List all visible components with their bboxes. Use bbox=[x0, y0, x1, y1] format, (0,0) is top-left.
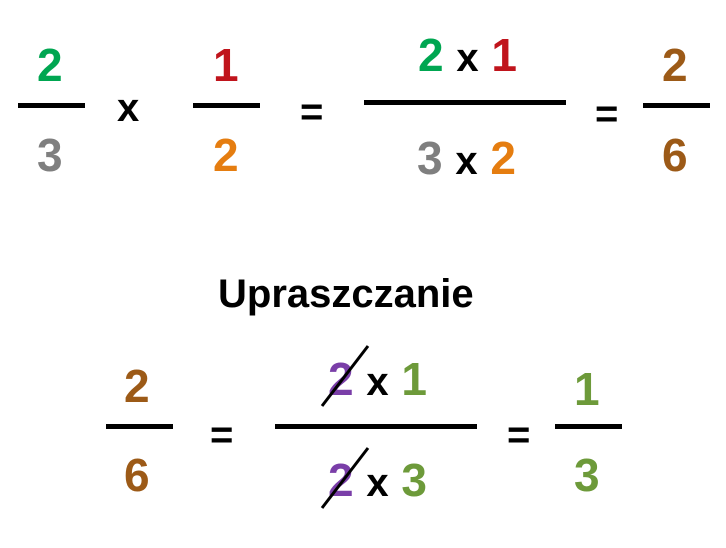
row2-numerator-times: x bbox=[366, 360, 389, 404]
cancel-slash-denominator bbox=[320, 447, 370, 509]
times-sign: x bbox=[117, 86, 140, 130]
result-1-numerator: 2 bbox=[662, 39, 688, 91]
row2-product-denominator: 2 x 3 bbox=[328, 457, 427, 503]
product-denominator: 3 x 2 bbox=[417, 135, 516, 181]
row2-denominator-times: x bbox=[366, 461, 389, 505]
product-numerator-times: x bbox=[456, 36, 479, 80]
result-1-denominator: 6 bbox=[662, 129, 688, 181]
product-denominator-b: 2 bbox=[490, 132, 516, 184]
row2-equals-sign-1: = bbox=[210, 413, 234, 457]
product-fraction-bar bbox=[364, 100, 566, 105]
equals-sign-1: = bbox=[300, 90, 324, 134]
product-numerator-b: 1 bbox=[491, 29, 517, 81]
row2-numerator-b: 1 bbox=[401, 353, 427, 405]
cancel-slash-numerator bbox=[320, 345, 370, 407]
row2-result-numerator: 1 bbox=[574, 363, 600, 415]
cancel-slash-numerator-line bbox=[320, 345, 370, 407]
equals-sign-2: = bbox=[595, 92, 619, 136]
product-denominator-times: x bbox=[455, 139, 478, 183]
fraction-2-numerator: 1 bbox=[213, 39, 239, 91]
row2-fraction-bar bbox=[106, 424, 173, 429]
row2-product-fraction-bar bbox=[275, 424, 477, 429]
cancel-slash-denominator-line bbox=[320, 447, 370, 509]
row2-denominator-b: 3 bbox=[401, 454, 427, 506]
fraction-2-bar bbox=[193, 103, 260, 108]
row2-result-denominator: 3 bbox=[574, 449, 600, 501]
product-numerator: 2 x 1 bbox=[418, 32, 517, 78]
fraction-1-numerator: 2 bbox=[37, 39, 63, 91]
fraction-1-denominator: 3 bbox=[37, 129, 63, 181]
row2-fraction-denominator: 6 bbox=[124, 449, 150, 501]
fraction-2-denominator: 2 bbox=[213, 129, 239, 181]
row2-fraction-numerator: 2 bbox=[124, 360, 150, 412]
row2-result-bar bbox=[555, 424, 622, 429]
product-denominator-a: 3 bbox=[417, 132, 443, 184]
result-1-bar bbox=[643, 103, 710, 108]
row2-equals-sign-2: = bbox=[507, 413, 531, 457]
fraction-1-bar bbox=[18, 103, 85, 108]
row2-product-numerator: 2 x 1 bbox=[328, 356, 427, 402]
section-title: Upraszczanie bbox=[218, 272, 474, 316]
product-numerator-a: 2 bbox=[418, 29, 444, 81]
